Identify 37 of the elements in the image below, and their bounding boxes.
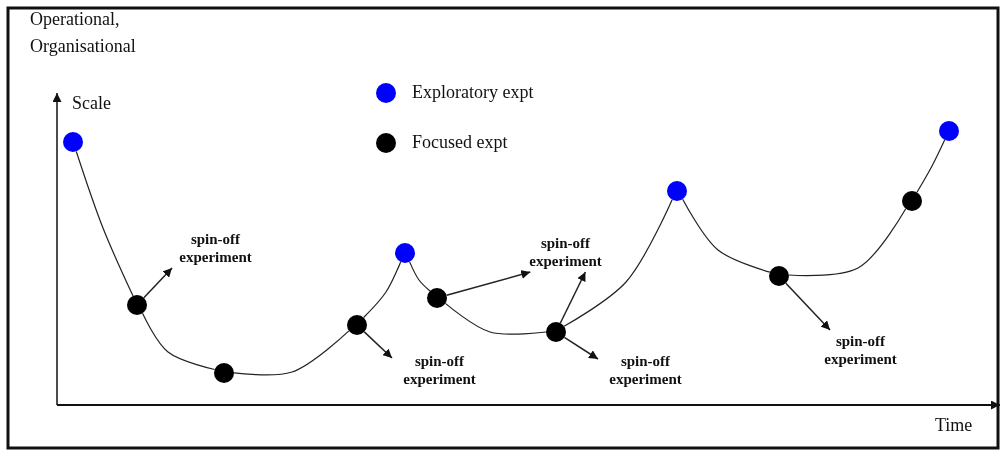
legend-label: Focused expt xyxy=(412,131,508,153)
data-point xyxy=(127,295,147,315)
spin-off-label: spin-off experiment xyxy=(178,230,253,266)
axis-label: Operational, Organisational xyxy=(30,8,137,58)
arrow xyxy=(143,267,173,299)
curve-segment xyxy=(141,312,216,371)
data-point xyxy=(667,181,687,201)
arrow xyxy=(785,282,831,331)
data-point xyxy=(347,315,367,335)
data-point xyxy=(546,322,566,342)
curve-segment xyxy=(363,261,402,319)
curve-segment xyxy=(444,302,547,335)
curve-segment xyxy=(233,330,350,376)
arrow xyxy=(559,271,587,324)
curve-segment xyxy=(563,199,673,327)
data-point xyxy=(769,266,789,286)
spin-off-label: spin-off experiment xyxy=(528,234,603,270)
curve-segment xyxy=(409,261,431,292)
data-point xyxy=(395,243,415,263)
data-point xyxy=(427,288,447,308)
arrow xyxy=(363,331,393,359)
axis-label: Scale xyxy=(72,92,111,114)
curve-segment xyxy=(916,139,946,193)
data-point xyxy=(902,191,922,211)
spin-off-label: spin-off experiment xyxy=(823,332,898,368)
legend-label: Exploratory expt xyxy=(412,81,534,103)
curve-segment xyxy=(75,150,134,297)
arrow xyxy=(563,336,599,360)
spin-off-label: spin-off experiment xyxy=(608,352,683,388)
data-point xyxy=(214,363,234,383)
data-point xyxy=(939,121,959,141)
axis-label: Time xyxy=(935,414,973,436)
curve-segment xyxy=(788,208,907,277)
data-point xyxy=(63,132,83,152)
spin-off-label: spin-off experiment xyxy=(402,352,477,388)
arrow xyxy=(445,270,532,297)
curve-segment xyxy=(682,198,771,273)
